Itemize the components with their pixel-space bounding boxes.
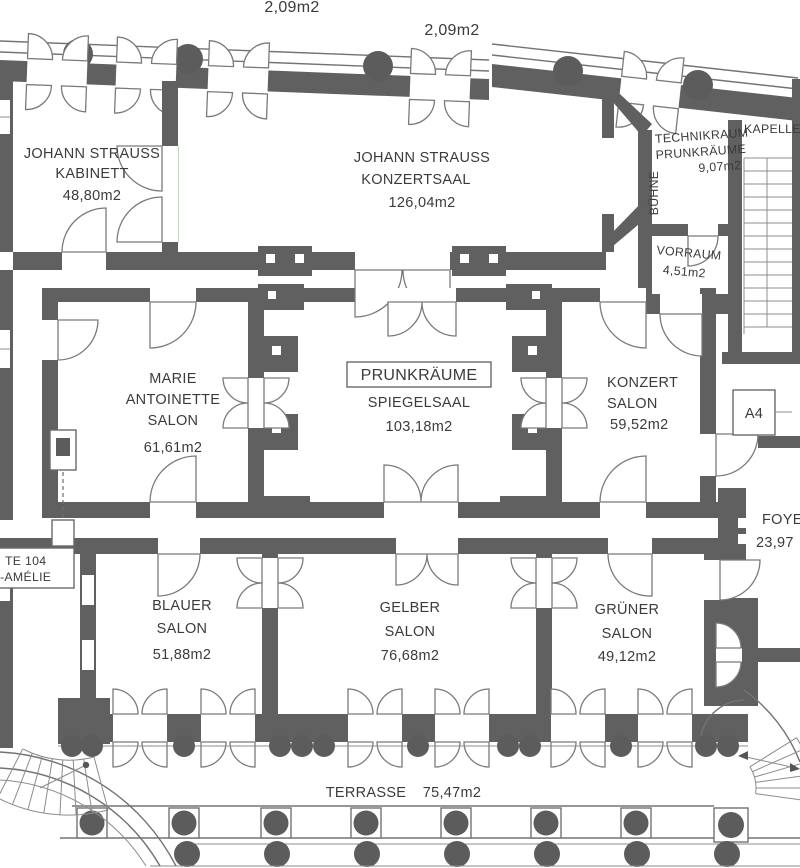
top-facade (0, 32, 799, 135)
blauer-salon-name-line1: BLAUER (152, 598, 212, 614)
suite-104-name-line2: -AMÉLIE (0, 569, 51, 584)
gelber-salon-name-line2: SALON (385, 624, 436, 640)
konzertsaal-name-line1: JOHANN STRAUSS (354, 150, 490, 166)
terrace-railing-posts (76, 807, 749, 843)
stair-right-curved (738, 689, 800, 801)
suite-104-label-box (0, 547, 75, 589)
kapellenstiege-stair (743, 157, 792, 334)
marie-antoinette-area-label: 61,61m2 (144, 440, 203, 456)
marie-antoinette-name-line3: SALON (148, 413, 199, 429)
technikraum-name-line2: PRUNKRÄUME (655, 142, 746, 162)
spiegelsaal-area-label: 103,18m2 (386, 419, 453, 435)
technikraum-name-line1: TECHNIKRAUM (655, 126, 749, 146)
spiegelsaal-name-label: SPIEGELSAAL (368, 395, 470, 411)
vorraum-area-label: 4,51m2 (662, 263, 706, 281)
blauer-salon-name-line2: SALON (157, 621, 208, 637)
kabinett-name-line2: KABINETT (55, 166, 128, 182)
gruener-salon-name-line1: GRÜNER (595, 600, 660, 618)
lift-a4-shaft (732, 389, 792, 436)
foyer-area-label: 23,97 (756, 535, 794, 551)
balcony-left-area-label: 2,09m2 (264, 0, 319, 16)
konzert-salon-name-line2: SALON (607, 396, 658, 412)
lower-colonnade (150, 841, 800, 867)
konzert-salon-area-label: 59,52m2 (610, 417, 669, 433)
kabinett-name-line1: JOHANN STRAUSS (24, 146, 160, 162)
kabinett-area-label: 48,80m2 (63, 188, 122, 204)
stair-left-curved (0, 748, 177, 867)
left-wall-fixtures (49, 429, 77, 547)
terrasse-area-label: 75,47m2 (423, 785, 482, 801)
buehne-name-label: BÜHNE (647, 171, 661, 216)
prunkraeume-tag-box (346, 361, 492, 388)
kapellenstiege-name-label: KAPELLENS (744, 122, 800, 136)
room-labels: 2,09m2 2,09m2 JOHANN STRAUSS KABINETT 48… (0, 0, 800, 801)
technikraum-area-label: 9,07m2 (698, 158, 742, 175)
facade-half-columns (61, 735, 739, 757)
prunkraeume-tag-label: PRUNKRÄUME (361, 366, 478, 384)
foyer-name-label: FOYE (762, 512, 800, 528)
marie-antoinette-name-line2: ANTOINETTE (126, 392, 221, 408)
suite-104-name-line1: TE 104 (5, 554, 46, 568)
gelber-salon-area-label: 76,68m2 (381, 648, 440, 664)
gruener-salon-name-line2: SALON (602, 626, 653, 642)
marie-antoinette-name-line1: MARIE (149, 371, 196, 387)
balcony-right-area-label: 2,09m2 (424, 22, 479, 39)
vorraum-name-label: VORRAUM (656, 243, 722, 263)
terrace (58, 735, 800, 867)
konzert-salon-name-line1: KONZERT (607, 375, 678, 391)
blauer-salon-area-label: 51,88m2 (153, 647, 212, 663)
lift-a4-label: A4 (745, 406, 763, 422)
gelber-salon-name-line1: GELBER (380, 600, 441, 616)
konzertsaal-area-label: 126,04m2 (389, 195, 456, 211)
terrasse-name-label: TERRASSE (326, 785, 407, 801)
doors (42, 145, 761, 768)
gruener-salon-area-label: 49,12m2 (598, 649, 657, 665)
konzertsaal-name-line2: KONZERTSAAL (361, 172, 470, 188)
